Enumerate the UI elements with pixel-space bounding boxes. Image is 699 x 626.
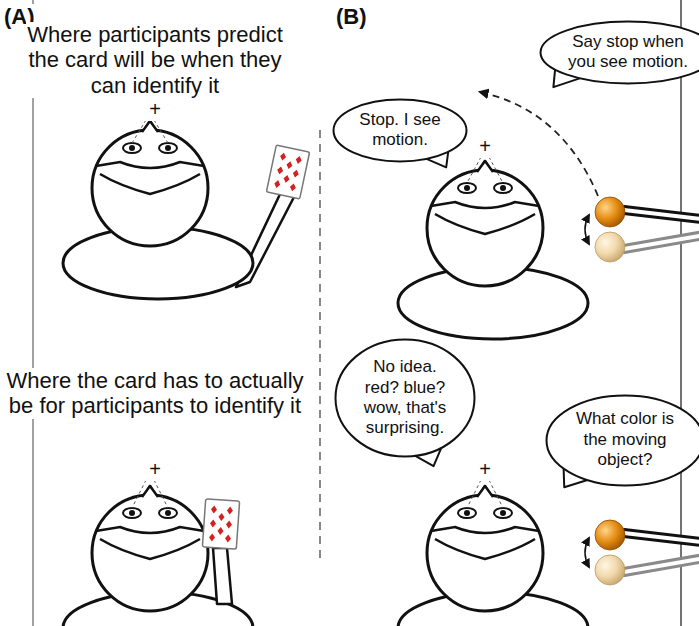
moving-balls — [585, 197, 699, 262]
person-figure — [63, 486, 253, 626]
bubble-text: What color is the moving object? — [568, 409, 682, 470]
speech-bubble: What color is the moving object? — [545, 394, 699, 487]
speech-bubble: Stop. I see motion. — [332, 98, 468, 163]
playing-card — [266, 145, 309, 199]
gaze-line — [154, 480, 168, 508]
moving-balls — [585, 520, 699, 585]
frame-line — [680, 0, 682, 626]
motion-arrow — [480, 92, 598, 196]
fixation-cross: + — [145, 98, 165, 121]
bubble-ellipse — [541, 21, 699, 83]
speech-bubble: No idea. red? blue? wow, that's surprisi… — [334, 338, 476, 458]
bubble-ellipse — [336, 340, 475, 457]
bubble-text: Stop. I see motion. — [353, 110, 448, 151]
gaze-line — [132, 120, 146, 143]
person-figure — [398, 161, 588, 339]
gaze-line — [489, 157, 503, 183]
bubble-ellipse — [547, 395, 699, 485]
person-figure — [63, 121, 253, 299]
gaze-line — [467, 157, 481, 183]
playing-card — [202, 499, 239, 549]
panel-heading: Where the card has to actually be for pa… — [2, 368, 308, 419]
bubble-text: No idea. red? blue? wow, that's surprisi… — [355, 357, 455, 439]
panel-label: (B) — [336, 4, 367, 29]
card-holder-arm — [213, 548, 232, 604]
panel-divider — [319, 130, 321, 560]
gaze-line — [154, 120, 168, 143]
gaze-line — [132, 480, 146, 508]
gaze-line — [489, 480, 503, 508]
fixation-cross: + — [475, 135, 495, 158]
bubble-ellipse — [334, 99, 467, 161]
bubble-text: Say stop when you see motion. — [564, 32, 692, 73]
fixation-cross: + — [475, 458, 495, 481]
person-figure — [398, 486, 588, 626]
panel-heading: Where participants predict the card will… — [26, 22, 284, 98]
speech-bubble: Say stop when you see motion. — [539, 20, 699, 85]
fixation-cross: + — [145, 458, 165, 481]
gaze-line — [467, 480, 481, 508]
